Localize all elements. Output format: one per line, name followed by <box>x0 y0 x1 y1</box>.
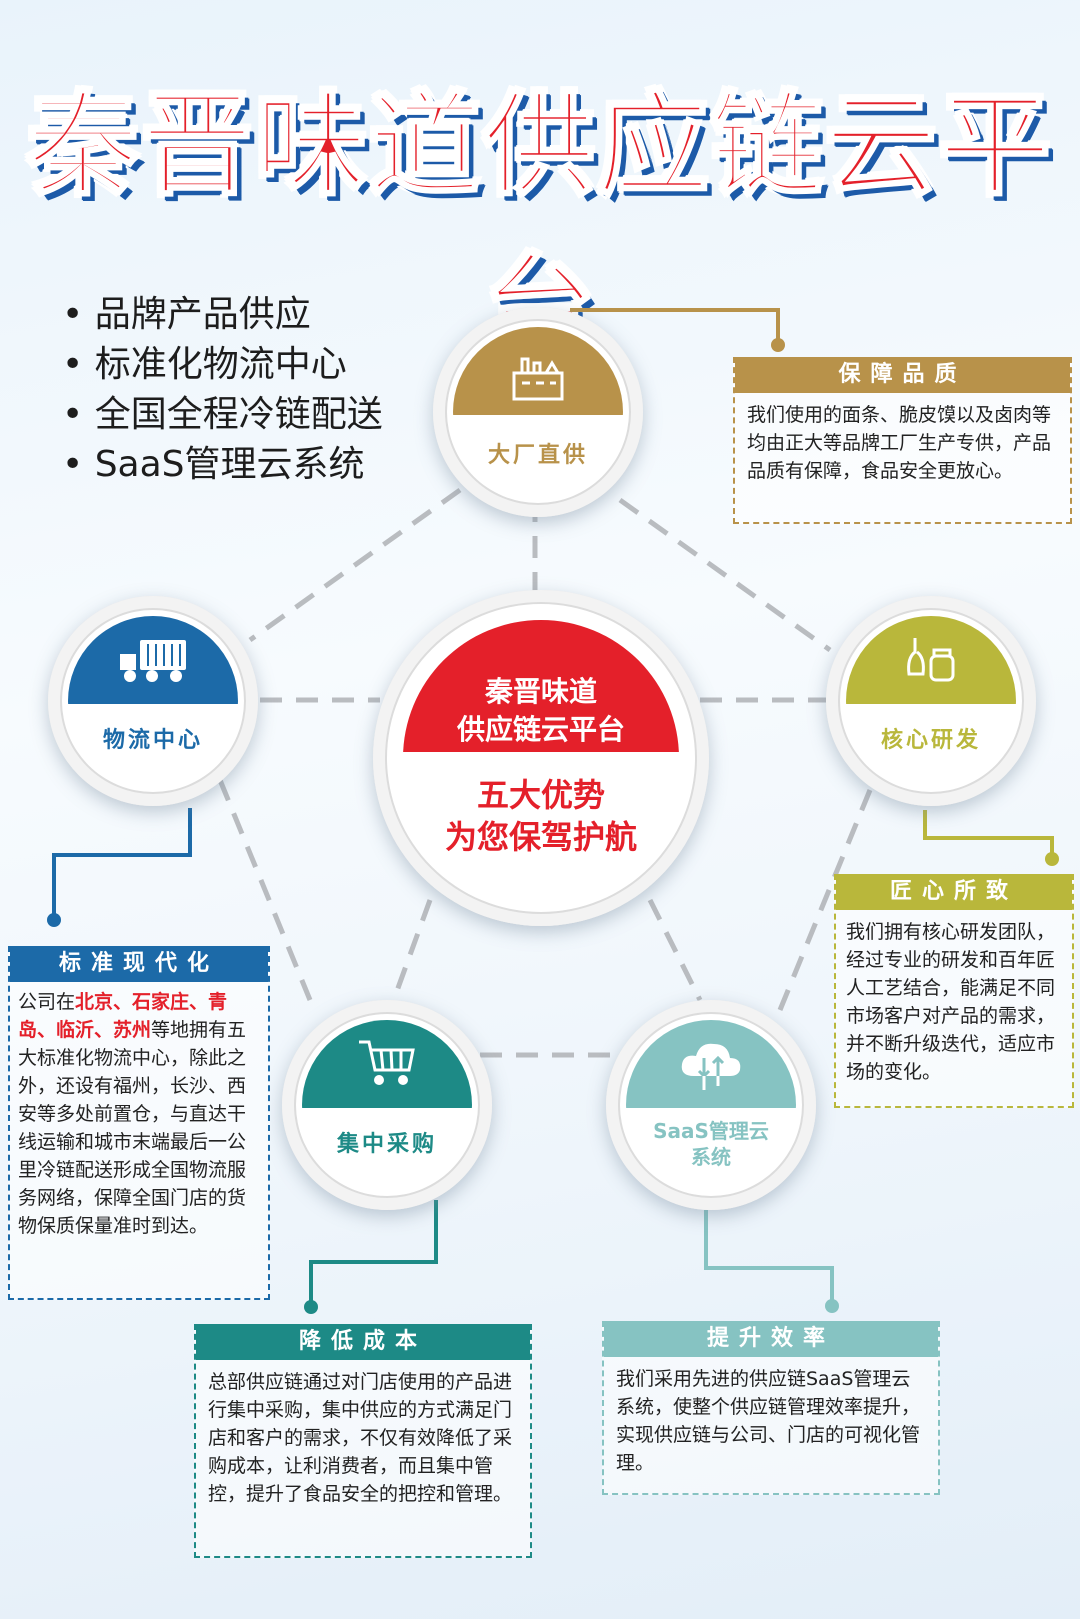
box-quality-title: 保障品质 <box>735 357 1070 393</box>
box-modern: 标准现代化 公司在北京、石家庄、青岛、临沂、苏州等地拥有五大标准化物流中心，除此… <box>8 946 270 1300</box>
center-title-1: 秦晋味道 <box>484 675 597 708</box>
box-efficiency: 提升效率 我们采用先进的供应链SaaS管理云系统，使整个供应链管理效率提升，实现… <box>602 1321 940 1495</box>
feature-list: 品牌产品供应 标准化物流中心 全国全程冷链配送 SaaS管理云系统 <box>62 290 383 490</box>
box-modern-text-rest: 等地拥有五大标准化物流中心，除此之外，还设有福州，长沙、西安等多处前置仓，与直达… <box>18 1019 247 1237</box>
box-modern-text: 公司在北京、石家庄、青岛、临沂、苏州等地拥有五大标准化物流中心，除此之外，还设有… <box>10 982 268 1246</box>
feature-item: SaaS管理云系统 <box>62 440 383 490</box>
box-quality: 保障品质 我们使用的面条、脆皮馍以及卤肉等均由正大等品牌工厂生产专供，产品品质有… <box>733 357 1072 524</box>
node-rnd-label: 核心研发 <box>880 728 981 753</box>
feature-item: 标准化物流中心 <box>62 340 383 390</box>
node-purchase-label: 集中采购 <box>336 1132 437 1157</box>
box-efficiency-title: 提升效率 <box>604 1321 938 1357</box>
node-purchase: 集中采购 <box>282 1000 492 1210</box>
truck-icon <box>116 636 190 690</box>
box-modern-title: 标准现代化 <box>10 946 268 982</box>
center-slogan-2: 为您保驾护航 <box>444 818 637 856</box>
node-logistics: 物流中心 <box>48 596 258 806</box>
factory-icon <box>508 353 568 407</box>
box-cost: 降低成本 总部供应链通过对门店使用的产品进行集中采购，集中供应的方式满足门店和客… <box>194 1324 532 1558</box>
node-saas-label-line2: 系统 <box>691 1145 731 1169</box>
box-modern-cities: 北京、石家庄、青岛、临沂、苏州 <box>18 991 228 1041</box>
box-modern-text-prefix: 公司在 <box>18 991 76 1013</box>
box-quality-text: 我们使用的面条、脆皮馍以及卤肉等均由正大等品牌工厂生产专供，产品品质有保障，食品… <box>747 404 1052 482</box>
node-saas: SaaS管理云 系统 <box>606 1000 816 1210</box>
feature-item: 品牌产品供应 <box>62 290 383 340</box>
cloud-sync-icon <box>676 1036 746 1098</box>
node-factory: 大厂直供 <box>433 307 643 517</box>
box-craft: 匠心所致 我们拥有核心研发团队，经过专业的研发和百年匠人工艺结合，能满足不同市场… <box>834 874 1074 1108</box>
feature-item: 全国全程冷链配送 <box>62 390 383 440</box>
box-craft-title: 匠心所致 <box>836 874 1072 910</box>
node-rnd: 核心研发 <box>826 596 1036 806</box>
box-cost-text: 总部供应链通过对门店使用的产品进行集中采购，集中供应的方式满足门店和客户的需求，… <box>208 1371 513 1505</box>
node-saas-label-line1: SaaS管理云 <box>653 1119 769 1143</box>
box-craft-text: 我们拥有核心研发团队，经过专业的研发和百年匠人工艺结合，能满足不同市场客户对产品… <box>846 921 1056 1083</box>
node-saas-label: SaaS管理云 系统 <box>626 1118 796 1170</box>
node-logistics-label: 物流中心 <box>102 728 203 753</box>
box-cost-title: 降低成本 <box>196 1324 530 1360</box>
center-node: 秦晋味道 供应链云平台 五大优势 为您保驾护航 <box>373 590 709 926</box>
lab-bottles-icon <box>901 632 961 696</box>
box-efficiency-text: 我们采用先进的供应链SaaS管理云系统，使整个供应链管理效率提升，实现供应链与公… <box>616 1368 921 1474</box>
center-slogan-1: 五大优势 <box>476 776 605 814</box>
shopping-cart-icon <box>355 1036 419 1094</box>
center-title-2: 供应链云平台 <box>456 713 625 746</box>
node-factory-label: 大厂直供 <box>487 443 588 468</box>
